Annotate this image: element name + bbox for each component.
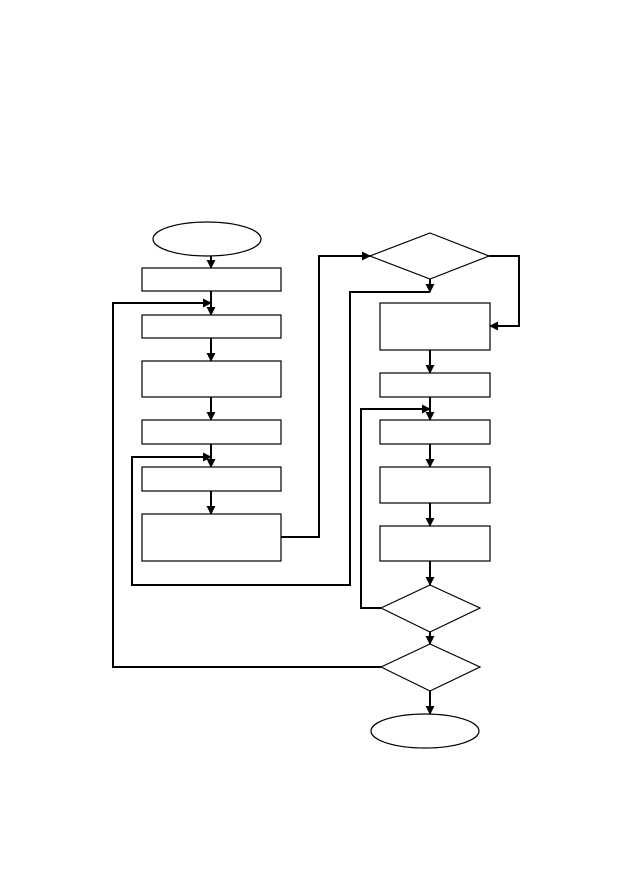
process-step-7	[379, 302, 491, 351]
decision-diamond-1	[368, 232, 491, 280]
process-step-11	[379, 525, 491, 562]
edges	[112, 251, 520, 715]
process-step-2	[141, 314, 282, 339]
edge-step-6-to-decision-1	[281, 251, 371, 538]
nodes	[141, 221, 491, 749]
process-step-8	[379, 372, 491, 398]
edge-decision-1-loop-to-step-5	[131, 291, 430, 586]
end-terminator	[370, 713, 480, 749]
edge-decision-1-to-step-7	[489, 255, 520, 331]
process-step-10	[379, 466, 491, 504]
process-step-4	[141, 419, 282, 445]
decision-diamond-3	[379, 643, 482, 692]
decision-diamond-2	[379, 584, 482, 633]
process-step-3	[141, 360, 282, 398]
process-step-9	[379, 419, 491, 445]
process-step-6	[141, 513, 282, 562]
process-step-5	[141, 466, 282, 492]
start-terminator	[152, 221, 262, 257]
edge-decision-3-loop-to-step-2	[112, 298, 381, 668]
process-step-1	[141, 267, 282, 292]
edge-decision-2-loop-to-step-9	[360, 404, 431, 609]
